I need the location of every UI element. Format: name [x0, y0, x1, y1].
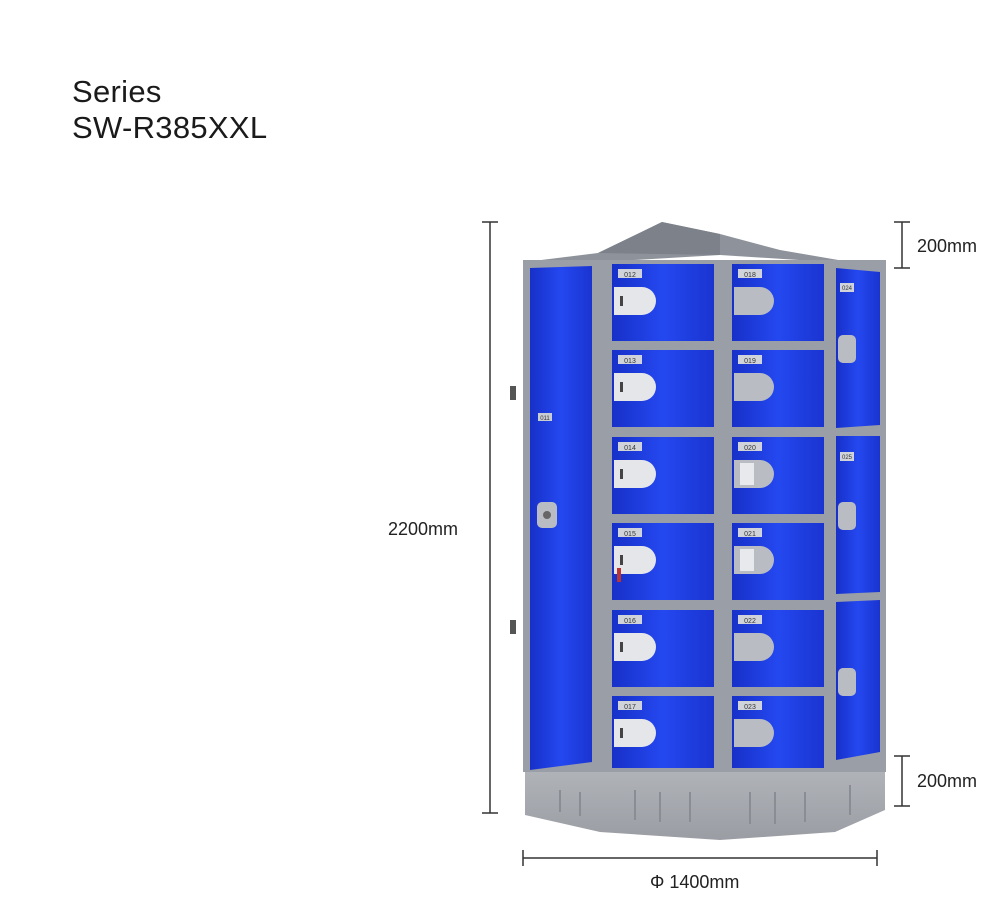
height-dimension-line [482, 221, 498, 814]
door-number: 022 [744, 618, 756, 625]
door-number: 018 [744, 272, 756, 279]
product-title: Series SW-R385XXL [72, 74, 267, 146]
door-number: 015 [624, 531, 636, 538]
locker-column-b: 018 019 020 021 022 023 [732, 264, 824, 768]
locker-column-right: 024 025 [836, 268, 880, 760]
left-tall-door: 011 [510, 266, 592, 770]
roof-dimension-line [894, 221, 910, 269]
door-number: 023 [744, 704, 756, 711]
door-number: 012 [624, 272, 636, 279]
door-number: 016 [624, 618, 636, 625]
diameter-dimension-line [522, 850, 878, 866]
door-number: 020 [744, 445, 756, 452]
diameter-label: Φ 1400mm [650, 872, 740, 892]
door-number: 021 [744, 531, 756, 538]
door-number: 024 [842, 286, 853, 292]
model-number: SW-R385XXL [72, 110, 268, 145]
base-dimension-line [894, 755, 910, 807]
door-number: 025 [842, 455, 853, 461]
door-number: 019 [744, 358, 756, 365]
door-number: 014 [624, 445, 636, 452]
door-number: 017 [624, 704, 636, 711]
base-height-label: 200mm [917, 771, 978, 791]
locker-column-a: 012 013 014 015 016 017 [612, 264, 714, 768]
locker-base [525, 758, 885, 840]
series-label: Series [72, 74, 162, 109]
door-number: 013 [624, 358, 636, 365]
door-number: 011 [540, 416, 550, 422]
roof-height-label: 200mm [917, 236, 978, 256]
height-label: 2200mm [388, 519, 459, 539]
